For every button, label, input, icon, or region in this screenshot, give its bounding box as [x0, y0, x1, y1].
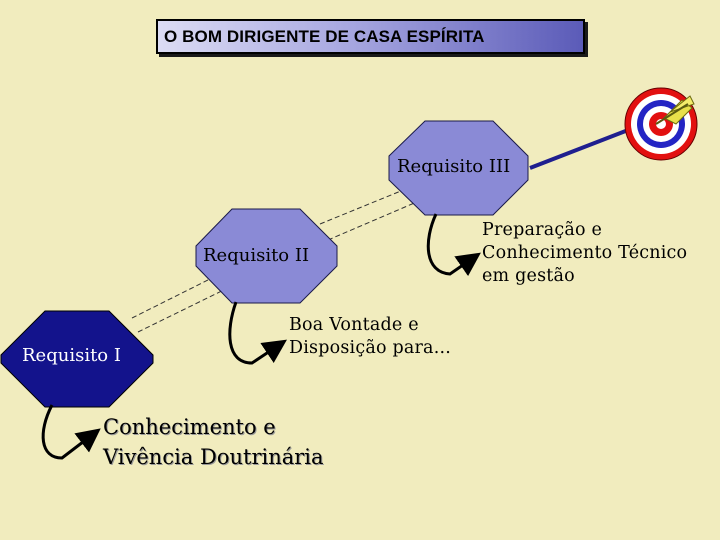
curved-arrow-icon-3 [426, 213, 481, 277]
octagon-requisito-2 [195, 208, 338, 304]
dart-icon [655, 95, 695, 125]
requisito-3-label: Requisito III [397, 156, 511, 177]
requisito-1-description: Conhecimento e Vivência Doutrinária [103, 412, 324, 472]
octagon-requisito-1 [0, 310, 154, 408]
requisito-2-description-line-1: Boa Vontade e [289, 315, 419, 335]
requisito-3-description-line-3: em gestão [482, 266, 575, 286]
requisito-2-description: Boa Vontade e Disposição para... [289, 314, 451, 360]
requisito-1-description-line-1: Conhecimento e [103, 415, 276, 439]
requisito-2-label: Requisito II [203, 245, 310, 266]
connector-1-2 [131, 267, 241, 333]
curved-arrow-icon-1 [41, 404, 101, 460]
slide-title: O BOM DIRIGENTE DE CASA ESPÍRITA [156, 19, 585, 54]
requisito-1-label: Requisito I [22, 345, 121, 366]
requisito-2-description-line-2: Disposição para... [289, 338, 451, 358]
curved-arrow-icon-2 [228, 301, 287, 365]
requisito-3-description: Preparação e Conhecimento Técnico em ges… [482, 219, 687, 288]
requisito-3-description-line-1: Preparação e [482, 220, 603, 240]
octagon-requisito-3 [388, 120, 529, 216]
requisito-1-description-line-2: Vivência Doutrinária [103, 445, 324, 469]
requisito-3-description-line-2: Conhecimento Técnico [482, 243, 688, 263]
